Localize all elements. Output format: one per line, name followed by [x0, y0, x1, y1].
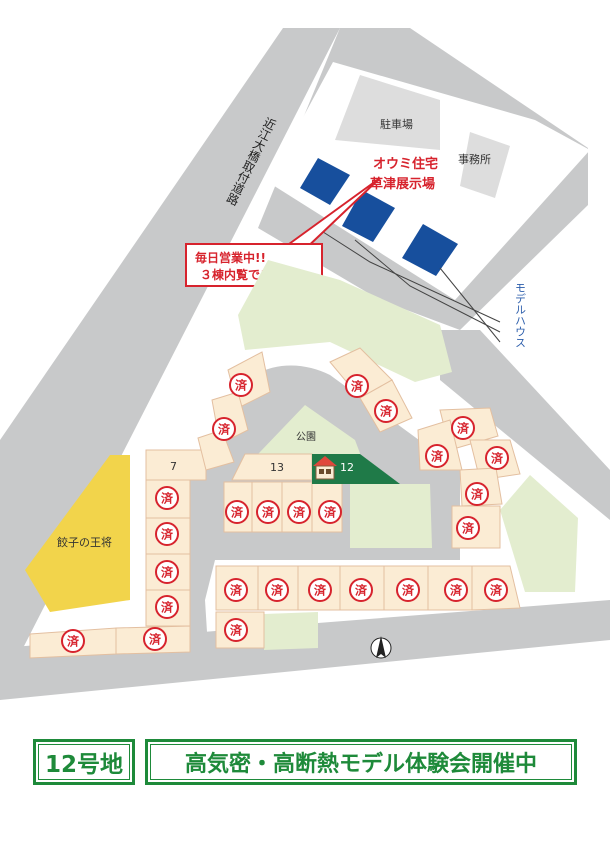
sold-mark: 済	[308, 578, 332, 602]
office-label: 事務所	[458, 152, 491, 166]
showroom-name-line2: 草津展示場	[370, 176, 435, 192]
lot-12-number: 12	[340, 461, 354, 474]
green-inner-blocks	[350, 484, 432, 548]
sold-mark-text: 済	[161, 491, 174, 506]
parking-area	[335, 75, 440, 150]
sold-mark-text: 済	[67, 634, 80, 649]
sold-mark: 済	[256, 500, 280, 524]
house-icon	[313, 456, 337, 480]
sold-mark: 済	[484, 578, 508, 602]
sold-mark: 済	[349, 578, 373, 602]
green-area-top	[238, 260, 452, 382]
model-leader-3	[439, 267, 501, 343]
site-map: 駐車場 事務所 オウミ住宅 草津展示場 毎日営業中!! ３棟内覧できます モデル…	[0, 28, 610, 700]
sold-mark: 済	[155, 486, 179, 510]
sold-mark-text: 済	[314, 583, 327, 598]
model-leader-1	[319, 229, 501, 323]
lot-number-banner-text: 12号地	[44, 752, 123, 778]
lot-number-banner: 12号地	[33, 739, 135, 785]
sold-mark-text: 済	[491, 451, 504, 466]
event-banner-text: 高気密・高断熱モデル体験会開催中	[184, 752, 537, 777]
sold-mark: 済	[61, 629, 85, 653]
sold-mark-text: 済	[161, 600, 174, 615]
sold-mark: 済	[229, 373, 253, 397]
sold-mark-text: 済	[161, 527, 174, 542]
sold-mark: 済	[345, 374, 369, 398]
sold-mark: 済	[396, 578, 420, 602]
sold-mark-text: 済	[293, 505, 306, 520]
right-road	[440, 330, 610, 520]
sold-mark: 済	[225, 500, 249, 524]
green-bottom-block	[264, 612, 318, 650]
sold-mark-text: 済	[450, 583, 463, 598]
sold-mark-text: 済	[235, 378, 248, 393]
sold-mark-text: 済	[218, 422, 231, 437]
sold-mark-text: 済	[471, 487, 484, 502]
sold-mark: 済	[224, 578, 248, 602]
green-area-right	[500, 475, 578, 592]
sold-mark: 済	[456, 516, 480, 540]
office-building	[460, 132, 510, 198]
sold-mark: 済	[224, 618, 248, 642]
sold-mark-text: 済	[457, 421, 470, 436]
sold-mark: 済	[155, 595, 179, 619]
lot-7	[145, 449, 207, 481]
sold-mark-text: 済	[324, 505, 337, 520]
sold-mark: 済	[485, 446, 509, 470]
sold-mark-text: 済	[355, 583, 368, 598]
model-house-3	[402, 224, 458, 276]
sold-mark: 済	[155, 560, 179, 584]
sold-mark: 済	[425, 444, 449, 468]
parking-label: 駐車場	[380, 117, 413, 131]
lot-7-number: 7	[170, 460, 177, 473]
bottom-road	[0, 600, 610, 700]
sold-mark: 済	[451, 416, 475, 440]
sold-mark: 済	[143, 627, 167, 651]
sold-mark-text: 済	[230, 623, 243, 638]
showroom-name-line1: オウミ住宅	[373, 156, 438, 172]
sold-mark: 済	[374, 399, 398, 423]
model-house-label: モデルハウス	[514, 282, 527, 348]
sold-mark-text: 済	[462, 521, 475, 536]
model-house-2	[342, 190, 395, 242]
sold-mark: 済	[212, 417, 236, 441]
event-banner: 高気密・高断熱モデル体験会開催中	[145, 739, 577, 785]
restaurant-gyoza-no-ohsho	[25, 455, 130, 612]
sold-marks-layer: 済済済済済済済済済済済済済済済済済済済済済済済済済済済	[61, 373, 509, 653]
sold-mark-text: 済	[490, 583, 503, 598]
sold-mark-text: 済	[231, 505, 244, 520]
north-arrow-icon	[370, 636, 392, 659]
sold-mark: 済	[318, 500, 342, 524]
lot-13-number: 13	[270, 461, 284, 474]
sold-mark: 済	[465, 482, 489, 506]
park-label: 公園	[296, 431, 316, 443]
sold-mark: 済	[265, 578, 289, 602]
sold-mark: 済	[155, 522, 179, 546]
sold-mark-text: 済	[161, 565, 174, 580]
sold-mark-text: 済	[149, 632, 162, 647]
model-leader-2	[354, 239, 501, 333]
sold-mark-text: 済	[402, 583, 415, 598]
sold-mark-text: 済	[351, 379, 364, 394]
sold-mark-text: 済	[431, 449, 444, 464]
sold-mark-text: 済	[230, 583, 243, 598]
sold-mark: 済	[287, 500, 311, 524]
sold-mark-text: 済	[380, 404, 393, 419]
model-house-1	[300, 158, 350, 205]
callout-line1: 毎日営業中!!	[195, 250, 266, 265]
sold-mark-text: 済	[271, 583, 284, 598]
restaurant-label: 餃子の王将	[57, 535, 112, 549]
sold-mark: 済	[444, 578, 468, 602]
sold-mark-text: 済	[262, 505, 275, 520]
